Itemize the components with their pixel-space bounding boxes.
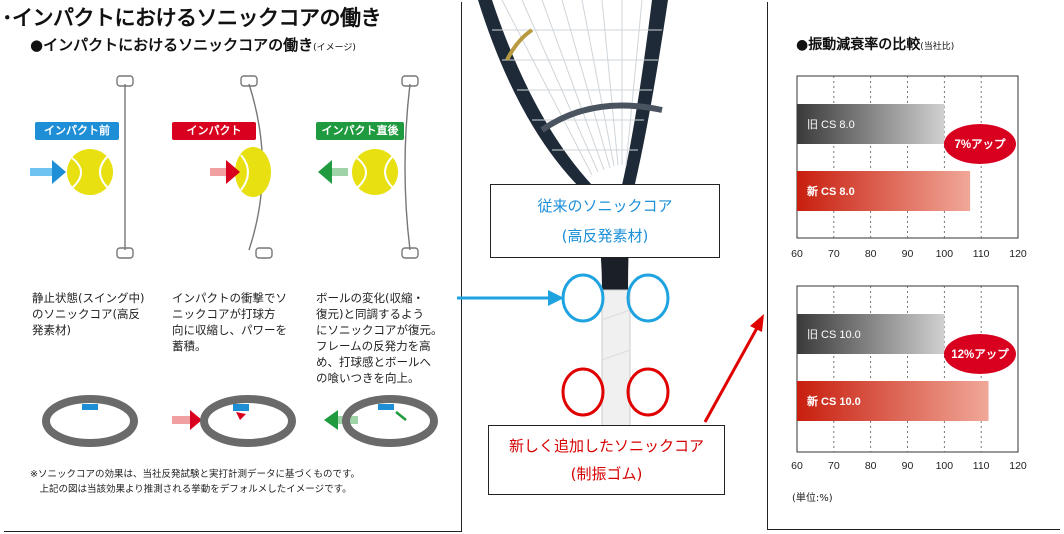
tick-label: 90 (902, 248, 914, 260)
tick-label: 110 (973, 460, 990, 472)
stage-description-impact: インパクトの衝撃でソ ニックコアが打球方 向に収縮し、パワーを 蓄積。 (172, 291, 287, 353)
frame-cross-section-after (324, 395, 438, 447)
arrow-right-blue-icon (30, 160, 66, 184)
arrow-left-green-icon (318, 160, 348, 184)
sub-title-text: ●インパクトにおけるソニックコアの働き (30, 36, 314, 54)
sub-title: ●インパクトにおけるソニックコアの働き(イメージ) (30, 34, 356, 55)
sonic-core-diagram (30, 75, 438, 447)
tick-label: 90 (902, 460, 914, 472)
frame-cross-section-impact (172, 395, 296, 447)
stage-badge-impact: インパクト (172, 122, 256, 140)
left-panel (4, 2, 462, 532)
bar-new (797, 381, 989, 421)
tick-label: 120 (1009, 248, 1027, 260)
tick-label: 80 (865, 460, 877, 472)
tick-label: 80 (865, 248, 877, 260)
percent-badge-label: 12%アップ (951, 347, 1009, 361)
frame-string-after (401, 75, 419, 259)
tick-label: 100 (936, 248, 954, 260)
frame-cross-section-before (42, 395, 138, 447)
arrow-right-red-icon (210, 160, 240, 184)
tennis-ball-icon (352, 149, 398, 195)
old-core-marker (626, 273, 670, 323)
stage-badge-before: インパクト前 (35, 122, 119, 140)
percent-badge (944, 124, 1016, 164)
main-title: ･インパクトにおけるソニックコアの働き (2, 6, 382, 30)
sub-title-note: (イメージ) (313, 43, 356, 53)
tick-label: 70 (828, 248, 840, 260)
new-core-marker (561, 367, 605, 417)
new-core-marker (626, 367, 670, 417)
frame-string-before (116, 75, 134, 259)
tick-label: 70 (828, 460, 840, 472)
right-panel (767, 2, 1060, 530)
percent-badge-label: 7%アップ (954, 137, 1006, 151)
bar-old (797, 314, 945, 354)
bar-label: 旧 CS 10.0 (807, 328, 861, 341)
unit-label: (単位:%) (792, 493, 833, 504)
bar-label: 新 CS 10.0 (807, 394, 861, 408)
red-connector-arrow (703, 314, 764, 423)
new-sonic-core-callout: 新しく追加したソニックコア (制振ゴム) (488, 425, 725, 495)
bar-label: 旧 CS 8.0 (807, 118, 855, 131)
stage-description-before: 静止状態(スイング中) のソニックコア(高反 発素材) (32, 291, 145, 337)
bar-label: 新 CS 8.0 (807, 184, 855, 198)
stage-badge-after: インパクト直後 (316, 122, 404, 140)
tick-label: 120 (1009, 460, 1027, 472)
percent-badge (944, 334, 1016, 374)
tennis-ball-icon (235, 147, 271, 197)
blue-connector-arrow (457, 290, 564, 306)
chart-title-text: ●振動減衰率の比較 (796, 37, 921, 53)
tennis-ball-icon (67, 149, 113, 195)
tick-label: 110 (973, 248, 990, 260)
footnote: ※ソニックコアの効果は、当社反発試験と実打計測データに基づくものです。 上記の図… (30, 469, 361, 495)
bar-old (797, 104, 945, 144)
racket-head (478, 0, 668, 190)
tick-label: 60 (791, 460, 803, 472)
tick-label: 100 (936, 460, 954, 472)
chart-title-note: (当社比) (920, 42, 955, 52)
bar-new (797, 171, 971, 211)
old-sonic-core-callout: 従来のソニックコア (高反発素材) (490, 184, 720, 258)
chart-title: ●振動減衰率の比較(当社比) (796, 34, 954, 54)
stage-description-after: ボールの変化(収縮・ 復元)と同調するよう にソニックコアが復元。 フレームの反… (316, 291, 443, 385)
tick-label: 60 (791, 248, 803, 260)
